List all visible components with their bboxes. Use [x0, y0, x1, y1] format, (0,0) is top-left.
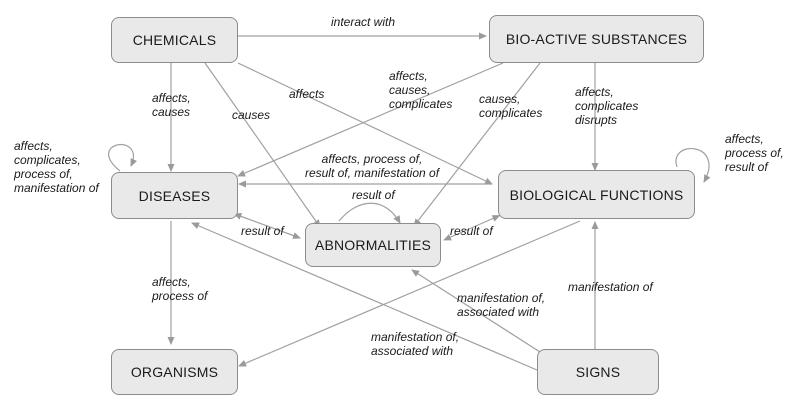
label-diseases-self: affects, complicates, process of, manife… — [14, 139, 99, 195]
label-diseases-biofunctions: affects, process of, result of, manifest… — [304, 152, 440, 180]
edge-abnormalities-self-loop — [338, 202, 401, 224]
edge-signs-abnormalities — [411, 269, 541, 353]
label-interact-with: interact with — [331, 15, 396, 29]
edge-biofunctions-self-loop — [675, 147, 711, 183]
label-chemicals-diseases: affects, causes — [152, 91, 191, 119]
label-diseases-organisms: affects, process of — [152, 275, 208, 303]
label-biofunctions-abnormalities: result of — [450, 224, 493, 238]
label-bioactive-diseases: affects, causes, complicates — [389, 69, 453, 111]
node-diseases: DISEASES — [111, 172, 238, 219]
label-diseases-abnormalities: result of — [241, 224, 284, 238]
edge-biofunctions-organisms — [238, 220, 581, 367]
node-signs: SIGNS — [537, 349, 659, 395]
label-biofunctions-self: affects, process of, result of — [725, 132, 784, 174]
edge-bioactive-abnormalities — [413, 62, 541, 227]
edge-diseases-abnormalities — [233, 213, 301, 239]
node-abnormalities: ABNORMALITIES — [305, 223, 441, 267]
node-organisms: ORGANISMS — [111, 349, 238, 395]
edge-chemicals-biofunctions — [237, 62, 493, 185]
label-bioactive-biofunctions: affects, complicates disrupts — [575, 85, 639, 127]
edge-diseases-self-loop — [107, 143, 138, 172]
label-signs-diseases: manifestation of, associated with — [371, 330, 460, 358]
edge-biofunctions-abnormalities — [443, 215, 501, 241]
node-chemicals: CHEMICALS — [111, 17, 238, 63]
edge-bioactive-diseases — [237, 62, 504, 177]
edge-signs-diseases — [191, 222, 538, 371]
edge-chemicals-abnormalities — [204, 62, 321, 228]
label-chemicals-biofunctions: affects — [289, 87, 325, 101]
node-biological-functions: BIOLOGICAL FUNCTIONS — [498, 170, 695, 219]
label-signs-biofunctions: manifestation of — [568, 280, 653, 294]
node-bioactive-substances: BIO-ACTIVE SUBSTANCES — [489, 15, 704, 63]
label-bioactive-abnormalities: causes, complicates — [479, 92, 543, 120]
label-abnormalities-self: result of — [352, 188, 395, 202]
label-chemicals-abnormalities: causes — [232, 108, 271, 122]
label-signs-abnormalities: manifestation of, associated with — [457, 291, 546, 319]
